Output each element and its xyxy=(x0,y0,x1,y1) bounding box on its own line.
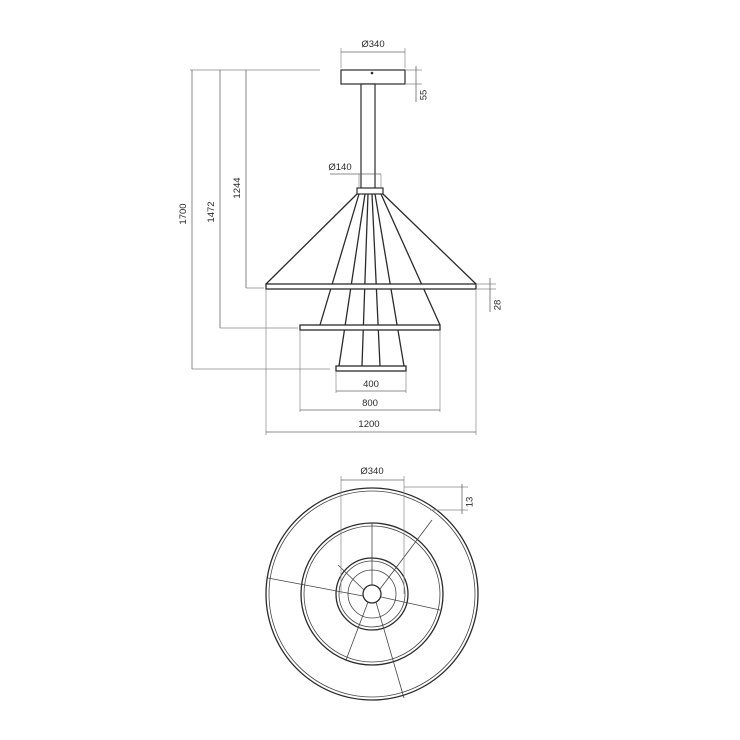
connector-hub xyxy=(356,187,384,195)
ring-large-side xyxy=(265,283,477,290)
dim-label-ring-thickness: 28 xyxy=(492,300,503,311)
canopy-mount-point xyxy=(370,71,374,75)
ring-small-side xyxy=(335,365,407,372)
side-view: Ø340 55 Ø140 1700 1472 xyxy=(178,39,503,435)
dim-label-top-canopy-diameter: Ø340 xyxy=(360,466,383,477)
dim-label-canopy-height: 55 xyxy=(418,90,429,101)
dim-label-height-total: 1700 xyxy=(178,203,189,224)
dim-ring-small: 400 xyxy=(335,372,407,393)
dim-label-top-offset: 13 xyxy=(464,497,475,508)
ring-large-top-outer xyxy=(265,487,479,701)
top-hub-circle xyxy=(362,584,382,604)
dim-label-connector-diameter: Ø140 xyxy=(328,162,351,173)
dim-connector-diameter: Ø140 xyxy=(328,162,382,188)
dim-ring-medium: 800 xyxy=(299,331,441,412)
dim-canopy-height: 55 xyxy=(405,66,429,102)
top-view: Ø340 13 xyxy=(265,466,479,701)
suspension-wires xyxy=(265,193,477,367)
dim-ring-large: 1200 xyxy=(265,290,477,435)
ring-medium-side xyxy=(299,324,441,331)
dim-canopy-diameter: Ø340 xyxy=(340,39,406,68)
dim-height-middle: 1472 xyxy=(206,70,298,329)
dim-label-canopy-diameter: Ø340 xyxy=(361,39,384,50)
canopy xyxy=(340,69,406,85)
dim-top-canopy-diameter: Ø340 xyxy=(340,466,405,594)
dim-label-height-middle: 1472 xyxy=(206,201,217,222)
dim-label-ring-small: 400 xyxy=(363,379,379,390)
dim-label-ring-medium: 800 xyxy=(362,398,378,409)
dim-label-height-top-ring: 1244 xyxy=(232,177,243,198)
dim-label-ring-large: 1200 xyxy=(358,419,379,430)
dim-top-offset: 13 xyxy=(404,484,475,514)
top-spokes xyxy=(267,519,441,699)
dim-height-top-ring: 1244 xyxy=(232,70,264,289)
dim-height-total: 1700 xyxy=(178,70,330,370)
ring-large-top-inner xyxy=(268,490,476,698)
dim-ring-thickness: 28 xyxy=(476,278,503,312)
